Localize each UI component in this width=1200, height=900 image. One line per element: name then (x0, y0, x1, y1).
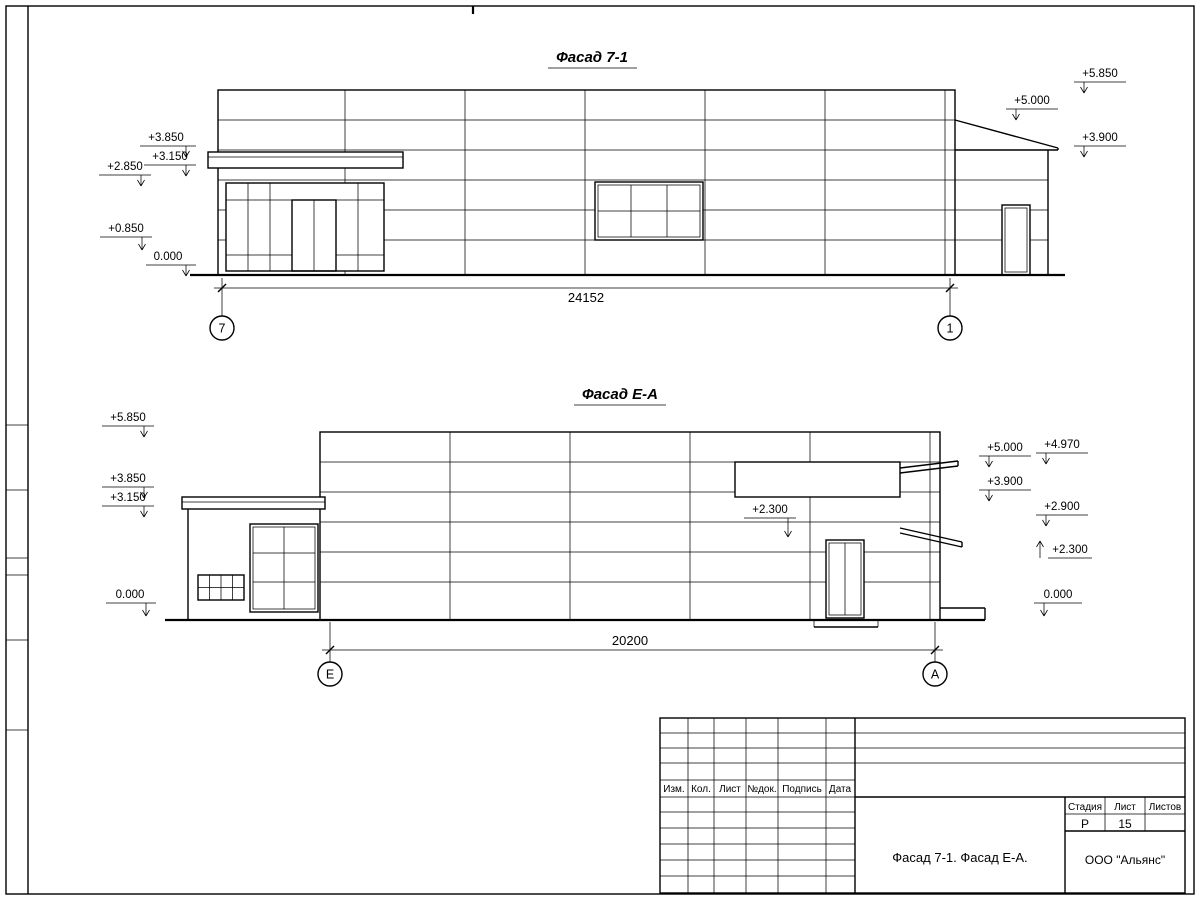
titleblock-col-list: Лист (719, 784, 741, 795)
elevation-value: +3.850 (110, 473, 146, 485)
elevation-mark: +2.300 (744, 504, 796, 538)
company-name: ООО "Альянс" (1085, 853, 1165, 867)
elevation-mark: +2.850 (99, 161, 151, 187)
axis-circle (922, 661, 948, 687)
facade-e-a-linework (165, 431, 986, 628)
sheet-value: 15 (1118, 817, 1132, 831)
axis-bubble-e: Е (317, 661, 343, 687)
title-block: Изм. Кол. Лист №док. Подпись Дата Стадия… (659, 717, 1186, 894)
elevation-value: +2.900 (1044, 501, 1080, 513)
elevation-mark: +4.970 (1036, 439, 1088, 465)
sheet-frame (5, 5, 1195, 895)
elevation-mark: +3.850 (140, 132, 196, 158)
elevation-value: 0.000 (1044, 589, 1073, 601)
elevation-value: 0.000 (116, 589, 145, 601)
sheets-label: Листов (1149, 802, 1182, 813)
axis-label: А (931, 668, 940, 682)
elevation-value: +5.000 (987, 442, 1023, 454)
title-block-border (659, 717, 1186, 894)
elevation-value: +5.000 (1014, 95, 1050, 107)
elevation-value: +2.300 (1052, 544, 1088, 556)
elevation-mark: +5.850 (102, 412, 154, 438)
sheet-border (5, 5, 1195, 895)
facade-7-1-view: Фасад 7-1 (99, 49, 1126, 341)
elevation-value: +3.850 (148, 132, 184, 144)
elevation-value: +3.150 (152, 151, 188, 163)
side-canopy (899, 527, 963, 543)
axis-circle (209, 315, 235, 341)
axis-label: Е (326, 668, 334, 682)
facade-7-1-linework (190, 89, 1065, 277)
axis-bubble-7: 7 (209, 315, 235, 341)
entrance-canopy (207, 151, 404, 169)
elevation-value: +3.150 (110, 492, 146, 504)
elevation-value: +2.850 (107, 161, 143, 173)
elevation-value: +5.850 (1082, 68, 1118, 80)
titleblock-col-izm: Изм. (663, 784, 684, 795)
annex-door (1001, 204, 1031, 276)
elevation-value: +5.850 (110, 412, 146, 424)
portal-band (734, 461, 901, 498)
drawing-name: Фасад 7-1. Фасад Е-А. (892, 850, 1027, 865)
elevation-mark: +3.850 (102, 473, 154, 499)
facade-7-1-dimension: 24152 (214, 278, 958, 316)
elevation-mark: 0.000 (1034, 589, 1082, 617)
annex-canopy (181, 496, 326, 510)
axis-circle (937, 315, 963, 341)
elevation-mark: +0.850 (100, 223, 152, 251)
axis-circle (317, 661, 343, 687)
elevation-mark: +5.000 (1006, 95, 1058, 121)
elevation-mark-up: +2.300 (1036, 540, 1092, 559)
elevation-mark: +3.900 (1074, 132, 1126, 158)
elevation-value: +3.900 (987, 476, 1023, 488)
annex-roof-slope (954, 119, 1059, 149)
titleblock-col-kol: Кол. (691, 784, 711, 795)
elevation-mark: 0.000 (106, 589, 156, 617)
elevation-mark: 0.000 (146, 251, 196, 277)
facade-e-a-dimension: 20200 (322, 622, 943, 662)
facade-e-a-view: Фасад Е-А (102, 386, 1092, 687)
axis-bubble-a: А (922, 661, 948, 687)
elevation-mark: +5.000 (979, 442, 1031, 468)
elevation-value: +2.300 (752, 504, 788, 516)
elevation-value: +0.850 (108, 223, 144, 235)
axis-label: 7 (219, 322, 226, 336)
elevation-value: +4.970 (1044, 439, 1080, 451)
axis-bubble-1: 1 (937, 315, 963, 341)
facade-e-a-title: Фасад Е-А (582, 386, 658, 403)
entrance-glazing (225, 182, 385, 272)
elevation-mark: +2.900 (1036, 501, 1088, 527)
elevation-mark: +5.850 (1074, 68, 1126, 94)
facade-7-1-title: Фасад 7-1 (556, 49, 628, 66)
dimension-value: 20200 (612, 633, 648, 648)
sheet-label: Лист (1114, 802, 1136, 813)
elevation-mark: +3.150 (102, 492, 154, 518)
stage-value: Р (1081, 817, 1089, 831)
elevation-value: +3.900 (1082, 132, 1118, 144)
elevation-mark: +3.900 (979, 476, 1031, 502)
titleblock-col-podpis: Подпись (782, 784, 822, 795)
stage-label: Стадия (1068, 802, 1102, 813)
titleblock-col-ndok: №док. (747, 784, 776, 795)
roof-slab (899, 460, 959, 469)
titleblock-col-data: Дата (829, 784, 852, 795)
elevation-mark: +3.150 (144, 151, 196, 177)
elevation-value: 0.000 (154, 251, 183, 263)
axis-label: 1 (947, 322, 954, 336)
dimension-value: 24152 (568, 290, 604, 305)
